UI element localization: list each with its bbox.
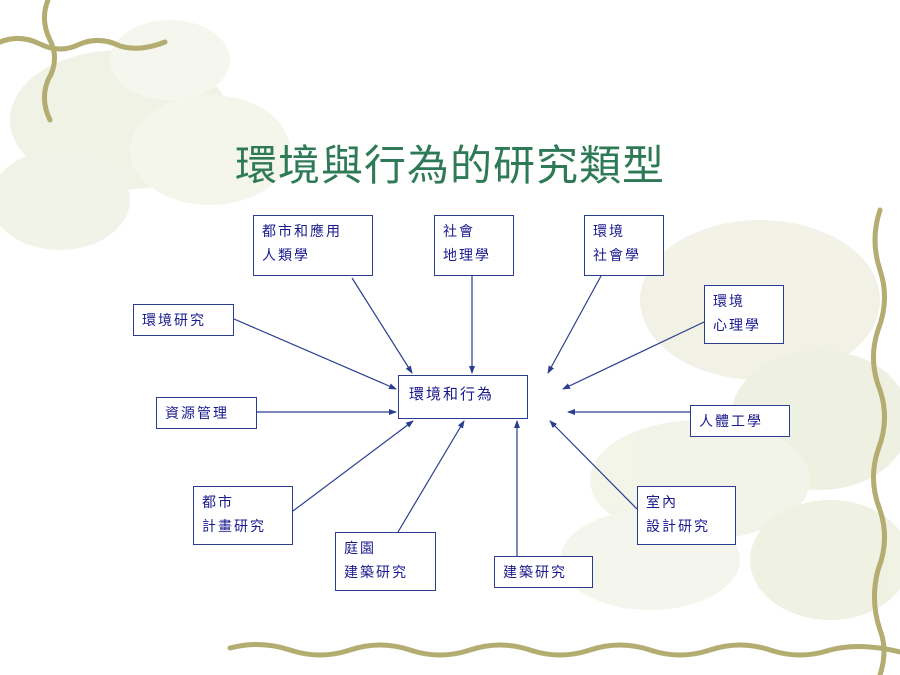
arrow-environmental-research xyxy=(233,318,397,390)
node-environmental-sociology: 環境 社會學 xyxy=(584,215,664,276)
page-title: 環境與行為的研究類型 xyxy=(234,141,665,190)
node-garden-architecture: 庭園 建築研究 xyxy=(335,532,436,591)
vine-border-right xyxy=(871,207,887,675)
node-environmental-psychology: 環境 心理學 xyxy=(704,285,784,344)
arrow-garden-architecture xyxy=(397,420,465,533)
vine-border-bottom xyxy=(227,642,900,658)
arrow-environmental-sociology xyxy=(547,275,602,374)
node-resource-management: 資源管理 xyxy=(156,397,257,429)
node-ergonomics: 人體工學 xyxy=(690,405,790,437)
node-urban-planning: 都市 計畫研究 xyxy=(193,486,293,545)
arrow-interior-design xyxy=(549,420,638,510)
node-interior-design: 室內 設計研究 xyxy=(637,486,736,545)
arrow-urban-planning xyxy=(292,420,414,512)
node-urban-anthropology: 都市和應用 人類學 xyxy=(253,215,373,276)
node-environment-and-behavior: 環境和行為 xyxy=(398,375,528,419)
arrow-urban-anthropology xyxy=(351,277,413,374)
node-social-geography: 社會 地理學 xyxy=(434,215,514,276)
arrow-environmental-psychology xyxy=(562,321,705,390)
node-environmental-research: 環境研究 xyxy=(133,304,234,336)
vine-border-top-left xyxy=(0,0,168,123)
node-architecture-research: 建築研究 xyxy=(494,556,593,588)
faded-flower-top-left xyxy=(0,20,290,250)
